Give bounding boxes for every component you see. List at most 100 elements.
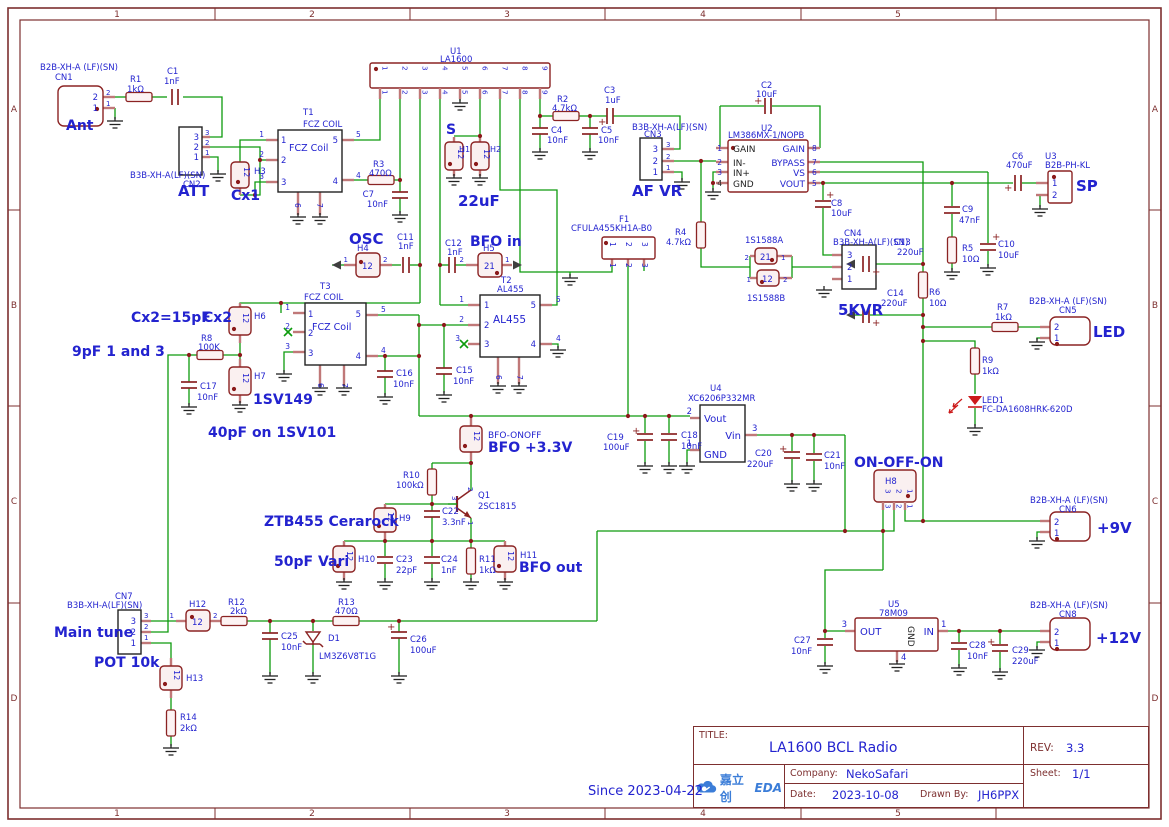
r3[interactable] bbox=[367, 174, 395, 186]
c5[interactable] bbox=[582, 127, 598, 135]
r4[interactable] bbox=[695, 221, 707, 249]
c11[interactable] bbox=[402, 257, 410, 273]
u1-pins-number: 7 bbox=[501, 66, 510, 71]
r12[interactable] bbox=[220, 615, 248, 627]
c15[interactable] bbox=[436, 367, 452, 375]
wire[interactable] bbox=[597, 510, 895, 532]
label: 3 bbox=[281, 178, 286, 188]
cn2[interactable] bbox=[178, 126, 203, 176]
c2[interactable] bbox=[764, 98, 772, 114]
label: 1S1588A bbox=[745, 236, 783, 246]
label: D1 bbox=[328, 634, 340, 644]
c13[interactable] bbox=[862, 256, 870, 272]
u5[interactable] bbox=[854, 617, 939, 652]
r6[interactable] bbox=[917, 271, 929, 299]
wire[interactable] bbox=[923, 340, 976, 350]
wire[interactable] bbox=[283, 351, 293, 372]
c18[interactable] bbox=[661, 433, 677, 441]
wire[interactable] bbox=[499, 99, 558, 306]
label: C6 bbox=[1012, 152, 1023, 162]
t3[interactable] bbox=[304, 302, 367, 366]
u1-pins-number: 2 bbox=[401, 66, 410, 71]
c28[interactable] bbox=[951, 642, 967, 650]
c23[interactable] bbox=[377, 556, 393, 564]
wire[interactable] bbox=[151, 642, 172, 658]
r11[interactable] bbox=[465, 547, 477, 575]
c19[interactable] bbox=[637, 433, 653, 441]
wire[interactable] bbox=[674, 171, 683, 180]
c1[interactable] bbox=[171, 89, 179, 105]
wire[interactable] bbox=[613, 115, 681, 150]
r8[interactable] bbox=[196, 349, 224, 361]
h4[interactable] bbox=[355, 252, 381, 278]
c6[interactable] bbox=[1014, 175, 1022, 191]
wire[interactable] bbox=[210, 146, 261, 196]
wire[interactable] bbox=[239, 139, 274, 162]
t2[interactable] bbox=[479, 294, 541, 358]
wire[interactable] bbox=[183, 96, 223, 138]
cx1[interactable] bbox=[230, 161, 250, 189]
c27[interactable] bbox=[817, 638, 833, 646]
r5[interactable] bbox=[946, 236, 958, 264]
c20[interactable] bbox=[784, 451, 800, 459]
c16[interactable] bbox=[377, 370, 393, 378]
c12[interactable] bbox=[448, 257, 456, 273]
cn3[interactable] bbox=[639, 137, 663, 181]
label: POT 10k bbox=[94, 655, 160, 671]
c26[interactable] bbox=[391, 631, 407, 639]
d1-zener-triangle[interactable] bbox=[304, 631, 322, 644]
wire[interactable] bbox=[712, 171, 716, 183]
r7[interactable] bbox=[991, 321, 1019, 333]
c17[interactable] bbox=[181, 381, 197, 389]
wire[interactable] bbox=[820, 161, 924, 264]
h5[interactable] bbox=[477, 252, 503, 278]
r2[interactable] bbox=[552, 110, 580, 122]
f1[interactable] bbox=[601, 236, 656, 260]
junction-dot bbox=[186, 352, 192, 358]
c9[interactable] bbox=[944, 206, 960, 214]
cn4[interactable] bbox=[841, 244, 877, 290]
t1[interactable] bbox=[277, 129, 343, 193]
r9[interactable] bbox=[969, 347, 981, 375]
c3[interactable] bbox=[606, 108, 614, 124]
wire[interactable] bbox=[210, 156, 219, 172]
wire[interactable] bbox=[700, 248, 750, 268]
wire[interactable] bbox=[354, 99, 381, 141]
c8[interactable] bbox=[815, 200, 831, 208]
cn7[interactable] bbox=[117, 609, 142, 655]
wire[interactable] bbox=[772, 105, 821, 148]
cn1[interactable] bbox=[57, 85, 104, 127]
wire[interactable] bbox=[1036, 531, 1040, 539]
c7[interactable] bbox=[392, 191, 408, 199]
cn5[interactable] bbox=[1049, 316, 1091, 346]
r10[interactable] bbox=[426, 468, 438, 496]
c29[interactable] bbox=[992, 644, 1008, 652]
wire[interactable] bbox=[552, 343, 559, 348]
wire[interactable] bbox=[519, 99, 613, 273]
u4[interactable] bbox=[699, 404, 746, 463]
r1[interactable] bbox=[125, 91, 153, 103]
u2[interactable] bbox=[727, 139, 809, 193]
cn8[interactable] bbox=[1049, 617, 1091, 651]
led1-triangle[interactable] bbox=[968, 396, 982, 405]
wire[interactable] bbox=[904, 510, 1040, 522]
c4[interactable] bbox=[532, 127, 548, 135]
cn6[interactable] bbox=[1049, 511, 1091, 542]
wire[interactable] bbox=[686, 449, 690, 464]
label: Vin bbox=[725, 431, 741, 442]
label: 21 bbox=[760, 253, 771, 263]
r13[interactable] bbox=[332, 615, 360, 627]
c22[interactable] bbox=[424, 510, 440, 518]
wire[interactable] bbox=[824, 569, 883, 631]
r14[interactable] bbox=[165, 709, 177, 737]
wire[interactable] bbox=[822, 208, 832, 256]
ground-symbol bbox=[305, 672, 321, 684]
c21[interactable] bbox=[806, 453, 822, 461]
junction-dot bbox=[94, 106, 100, 112]
c14[interactable] bbox=[862, 307, 870, 323]
c10[interactable] bbox=[980, 243, 996, 251]
c25[interactable] bbox=[262, 632, 278, 640]
wire[interactable] bbox=[151, 354, 189, 633]
c24[interactable] bbox=[424, 556, 440, 564]
